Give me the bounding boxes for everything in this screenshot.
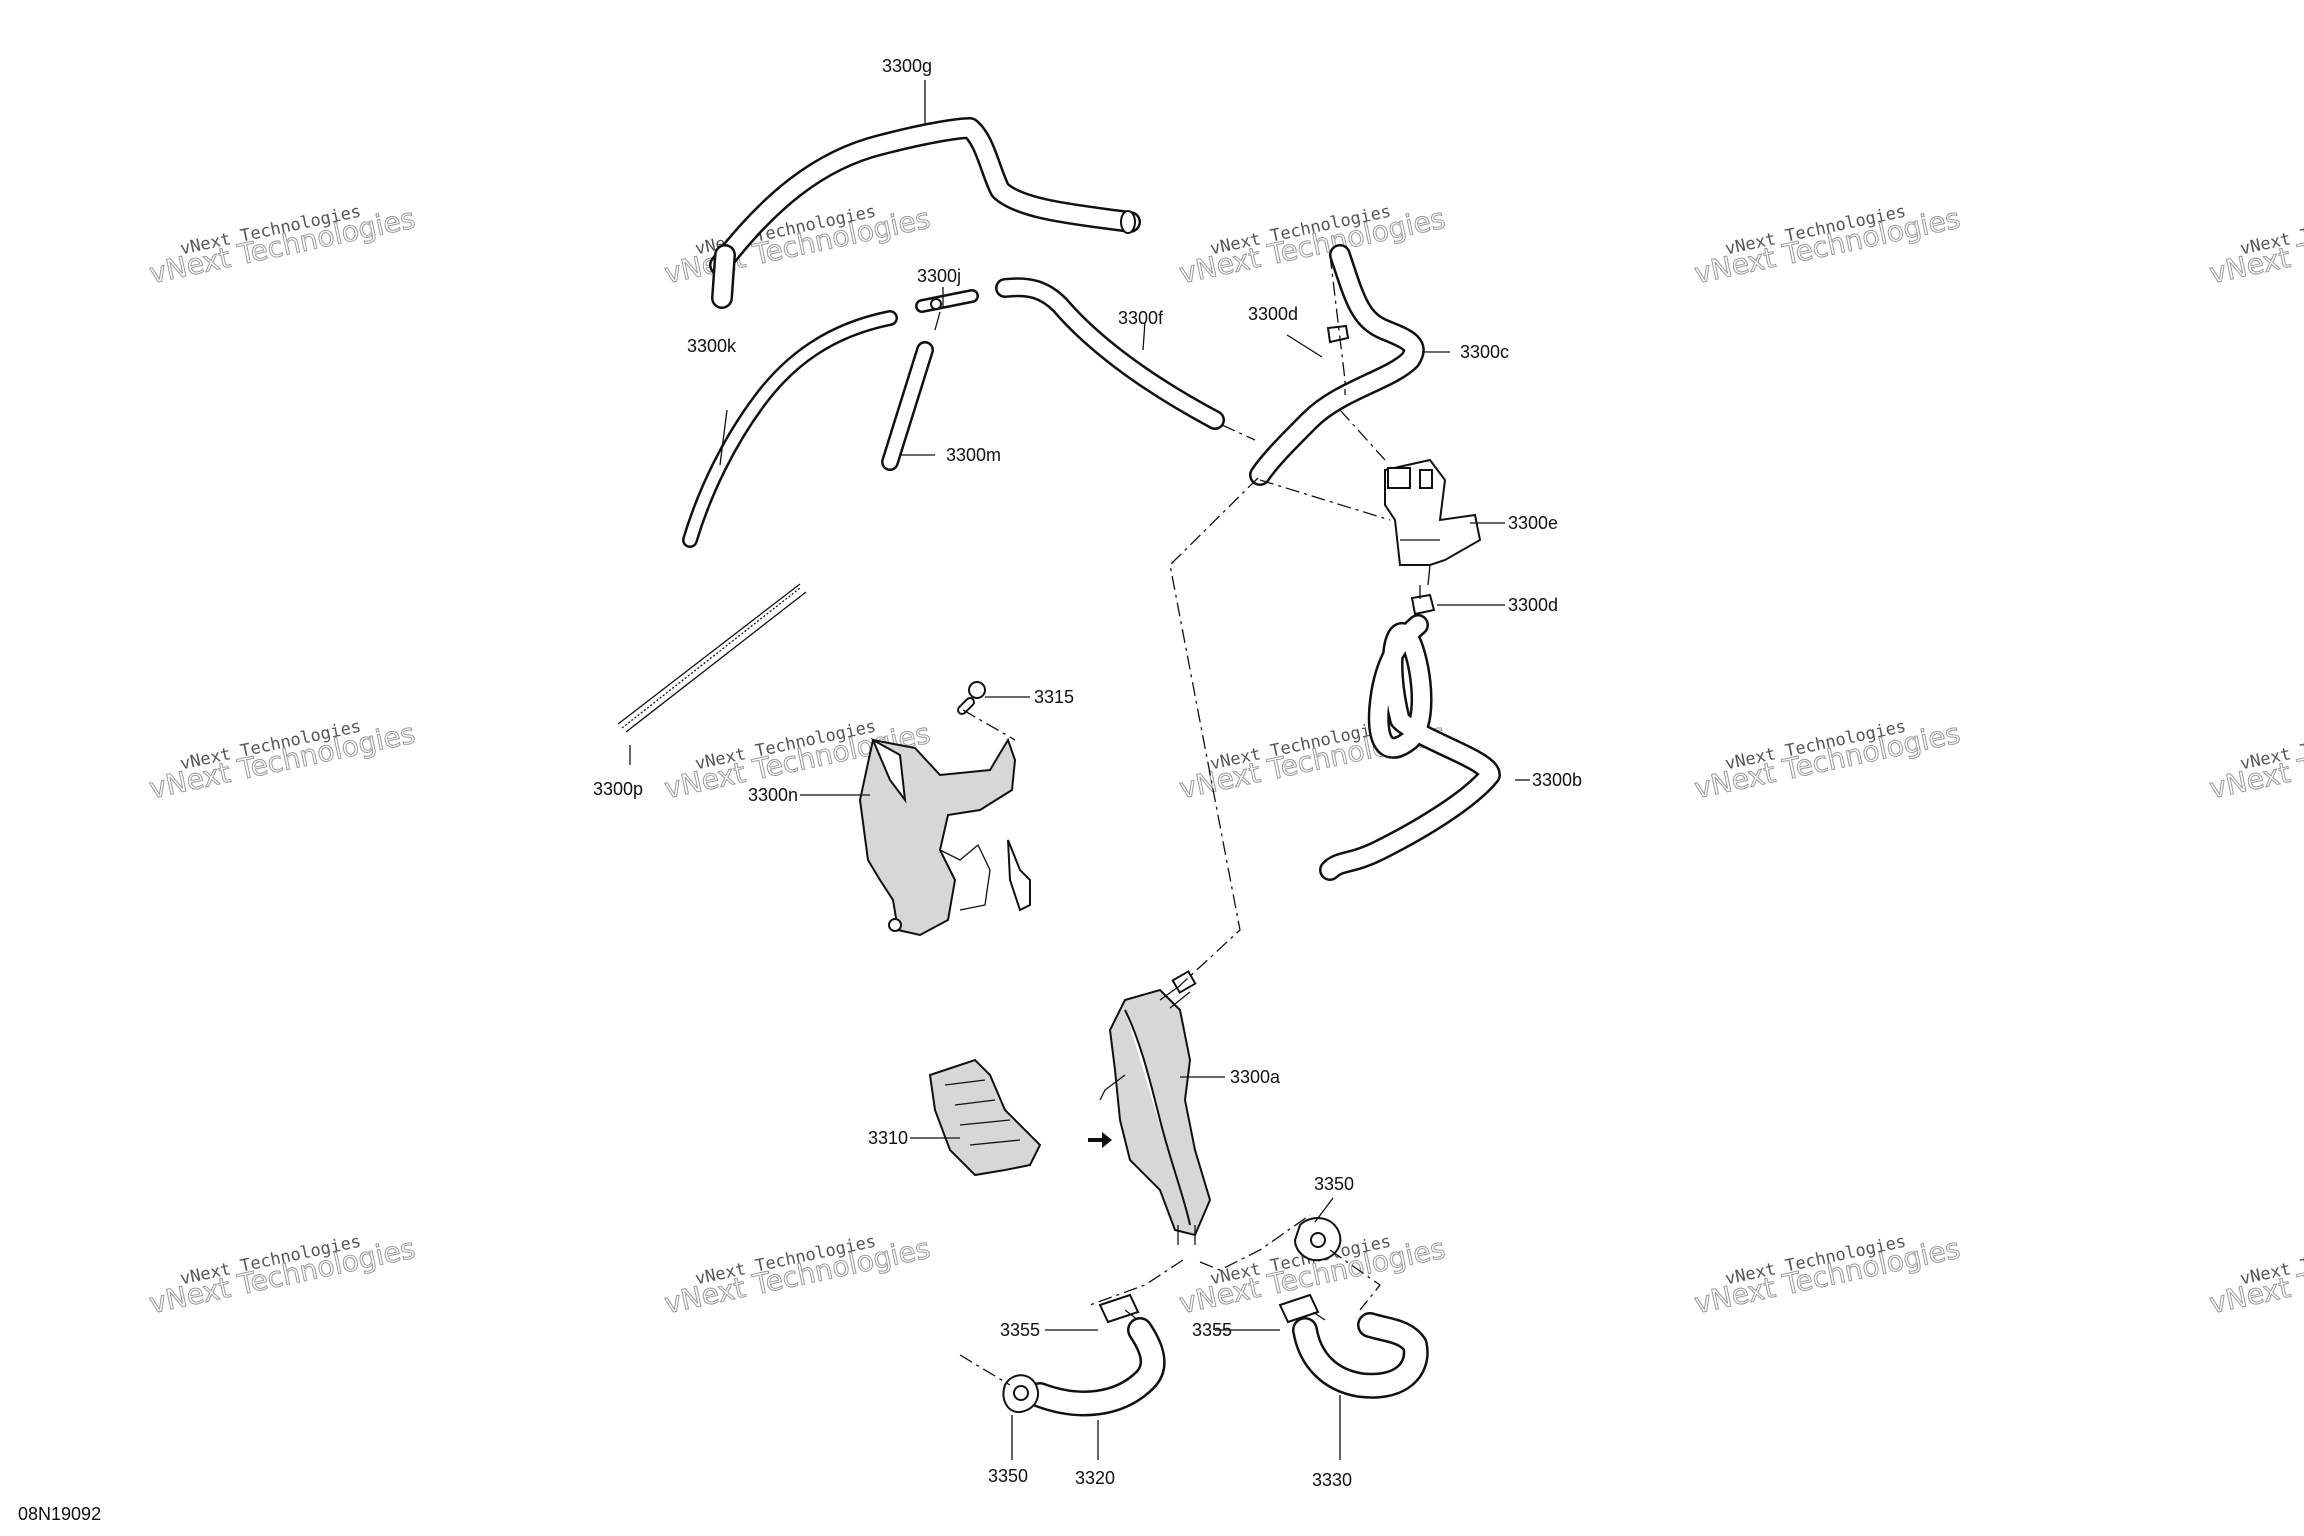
clamp-3355-left	[1098, 1293, 1140, 1324]
callout-3320: 3320	[1075, 1468, 1115, 1488]
callout-3300g: 3300g	[882, 56, 932, 76]
callout-3300c: 3300c	[1460, 342, 1509, 362]
callout-3300b: 3300b	[1532, 770, 1582, 790]
callout-3355-right: 3355	[1192, 1320, 1232, 1340]
clamp-3350-lower	[1002, 1374, 1039, 1414]
spring-3300p	[617, 583, 807, 733]
hose-3330	[1292, 1312, 1429, 1399]
hose-3300m	[881, 341, 934, 471]
callout-3300m: 3300m	[946, 445, 1001, 465]
callout-3300j: 3300j	[917, 266, 961, 286]
hose-3300k	[682, 310, 898, 548]
bolt-3315	[957, 681, 986, 715]
clamp-3300d-lower	[1410, 593, 1436, 616]
callout-3355-left: 3355	[1000, 1320, 1040, 1340]
valve-3300e	[1384, 458, 1482, 586]
callout-labels: 3300g 3300j 3300f 3300d 3300c 3300k 3300…	[18, 56, 1582, 1524]
callout-3350-lower: 3350	[988, 1466, 1028, 1486]
callout-3300f: 3300f	[1118, 308, 1164, 328]
hose-3320	[1027, 1317, 1166, 1417]
callout-3350-upper: 3350	[1314, 1174, 1354, 1194]
callout-3300a: 3300a	[1230, 1067, 1281, 1087]
callout-3300n: 3300n	[748, 785, 798, 805]
hose-3300c	[1249, 244, 1425, 486]
callout-3300d-lower: 3300d	[1508, 595, 1558, 615]
arrow-to-manifold	[1088, 1132, 1112, 1148]
clamp-3350-upper	[1293, 1217, 1342, 1262]
leader-lines	[629, 80, 1530, 1460]
bracket-3300n	[858, 737, 1031, 937]
manifold-3300a	[1099, 970, 1212, 1245]
callout-3300p: 3300p	[593, 779, 643, 799]
callout-3300k: 3300k	[687, 336, 737, 356]
centerlines	[959, 254, 1421, 1386]
callout-3300e: 3300e	[1508, 513, 1558, 533]
callout-3300d-upper: 3300d	[1248, 304, 1298, 324]
hose-3300g	[709, 117, 1141, 309]
hose-3300b	[1319, 614, 1501, 881]
clamp-3355-right	[1278, 1293, 1320, 1324]
drawing-number: 08N19092	[18, 1504, 101, 1524]
hose-3300f	[995, 277, 1225, 430]
clip-3310	[928, 1058, 1042, 1177]
callout-3315: 3315	[1034, 687, 1074, 707]
clamp-3300d-upper	[1326, 324, 1350, 344]
callout-3330: 3330	[1312, 1470, 1352, 1490]
callout-3310: 3310	[868, 1128, 908, 1148]
tee-fitting-3300j	[915, 289, 979, 331]
